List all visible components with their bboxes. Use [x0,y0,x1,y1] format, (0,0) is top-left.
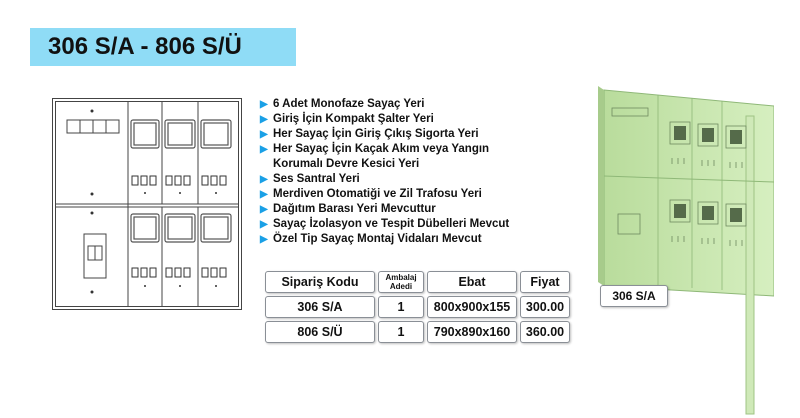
title-banner: 306 S/A - 806 S/Ü [30,28,296,66]
table-row: 306 S/A 1 800x900x155 300.00 [265,296,570,318]
feature-item: ▶Ses Santral Yeri [260,173,360,185]
triangle-bullet-icon: ▶ [260,204,268,215]
page-title: 306 S/A - 806 S/Ü [48,33,242,60]
photo-model-label: 306 S/A [600,285,668,307]
triangle-bullet-icon: ▶ [260,129,268,140]
cell-price: 360.00 [520,321,570,343]
triangle-bullet-icon: ▶ [260,174,268,185]
triangle-bullet-icon: ▶ [260,144,268,155]
technical-drawing [52,98,242,310]
triangle-bullet-icon: ▶ [260,114,268,125]
triangle-bullet-icon: ▶ [260,219,268,230]
cabinet-photo [598,86,774,415]
cell-code: 806 S/Ü [265,321,375,343]
feature-item: ▶Giriş İçin Kompakt Şalter Yeri [260,113,434,125]
feature-item: ▶6 Adet Monofaze Sayaç Yeri [260,98,425,110]
feature-item: ▶Merdiven Otomatiği ve Zil Trafosu Yeri [260,188,482,200]
header-size: Ebat [427,271,517,293]
cell-size: 790x890x160 [427,321,517,343]
table-row: 806 S/Ü 1 790x890x160 360.00 [265,321,570,343]
cell-size: 800x900x155 [427,296,517,318]
feature-item: ▶Her Sayaç İçin Kaçak Akım veya Yangın [260,143,490,155]
cell-pack: 1 [378,321,424,343]
cell-pack: 1 [378,296,424,318]
triangle-bullet-icon: ▶ [260,234,268,245]
header-order-code: Sipariş Kodu [265,271,375,293]
triangle-bullet-icon: ▶ [260,99,268,110]
feature-item: ▶Sayaç İzolasyon ve Tespit Dübelleri Mev… [260,218,510,230]
cell-code: 306 S/A [265,296,375,318]
cell-price: 300.00 [520,296,570,318]
header-price: Fiyat [520,271,570,293]
feature-item: ▶Her Sayaç İçin Giriş Çıkış Sigorta Yeri [260,128,479,140]
feature-item: ▶Dağıtım Barası Yeri Mevcuttur [260,203,436,215]
triangle-bullet-icon: ▶ [260,189,268,200]
feature-item-continuation: Korumalı Devre Kesici Yeri [273,158,420,170]
feature-item: ▶Özel Tip Sayaç Montaj Vidaları Mevcut [260,233,482,245]
feature-list: ▶6 Adet Monofaze Sayaç Yeri ▶Giriş İçin … [260,97,509,247]
